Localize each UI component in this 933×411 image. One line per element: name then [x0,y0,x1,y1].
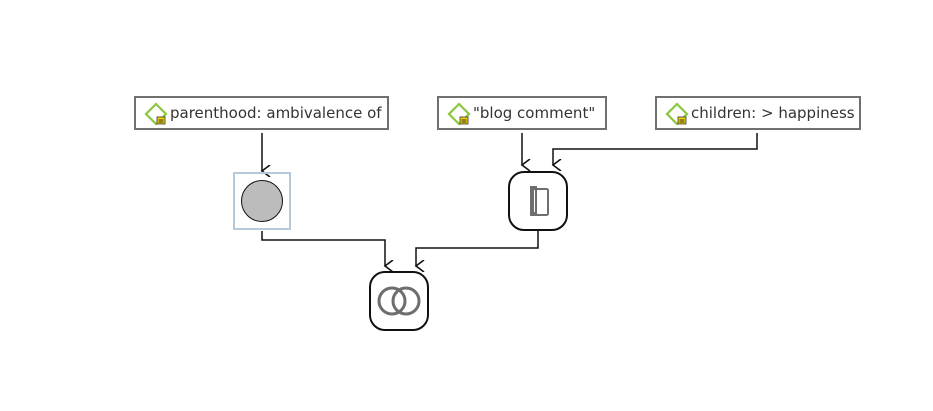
any-operator-node[interactable] [233,172,291,230]
edge-children-to-bracket [553,133,758,165]
code-node-parenthood[interactable]: parenthood: ambivalence of [134,96,389,130]
bracket-operator-node[interactable] [508,171,568,231]
code-node-blog-comment[interactable]: "blog comment" [437,96,607,130]
code-tag-icon [447,102,471,126]
code-label: "blog comment" [473,104,596,122]
edge-bracket-to-intersect [416,231,539,266]
overlap-circles-icon [377,286,421,316]
code-label: parenthood: ambivalence of [170,104,382,122]
code-tag-icon [144,102,168,126]
code-node-children-happiness[interactable]: children: > happiness [655,96,861,130]
code-tag-icon [665,102,689,126]
edge-circle-to-intersect [261,231,385,266]
bracket-operator-icon [530,186,549,216]
gray-circle-icon [241,180,283,222]
intersect-operator-node[interactable] [369,271,429,331]
code-label: children: > happiness [691,104,855,122]
